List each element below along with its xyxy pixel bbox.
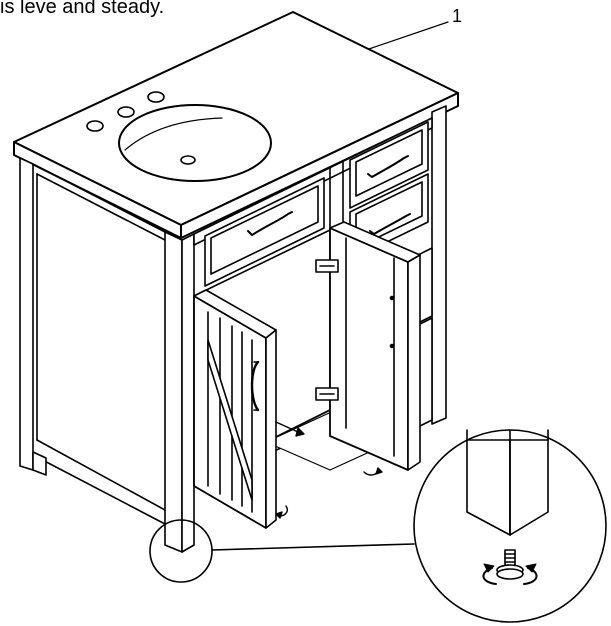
instruction-caption: is leve and steady. (0, 0, 165, 18)
front-left-leg (164, 231, 195, 553)
foot-callout-circle (149, 519, 213, 583)
right-door-open (329, 221, 421, 471)
detail-leader-line (211, 543, 415, 551)
cabinet-left-side (19, 157, 166, 525)
callout-leader-line (365, 21, 449, 51)
rotate-arrow-icon (482, 563, 497, 585)
left-door-open (193, 289, 277, 529)
right-back-leg (431, 105, 447, 425)
sink-basin (118, 104, 272, 182)
leveling-foot-detail (413, 429, 607, 623)
right-drawer-top (349, 121, 429, 209)
hinge-upper (315, 259, 339, 273)
center-drawer (204, 177, 325, 287)
countertop (13, 11, 459, 239)
faucet-holes (86, 91, 165, 132)
rotate-arrow-icon (523, 563, 538, 585)
door-swing-arrows (275, 421, 383, 519)
hinge-lower (315, 387, 339, 401)
callout-number-1: 1 (452, 6, 463, 26)
